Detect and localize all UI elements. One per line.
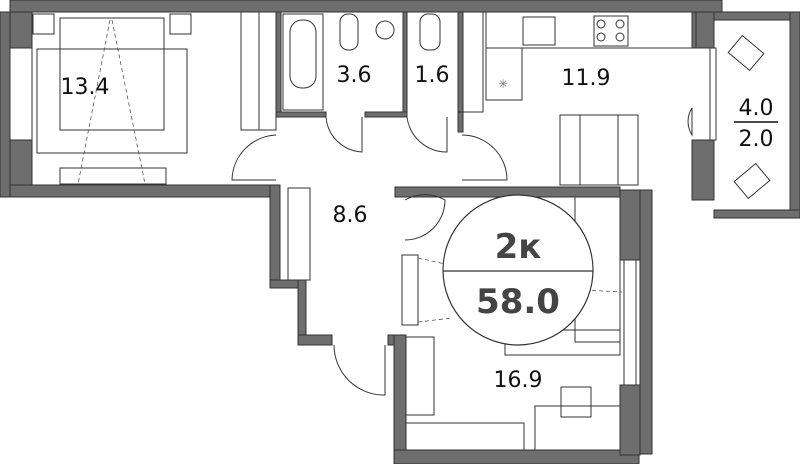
apartment-summary-badge: 2к 58.0	[442, 194, 594, 346]
room-area-toilet: 1.6	[415, 63, 450, 88]
svg-text:✳: ✳	[498, 77, 508, 91]
room-area-hallway: 8.6	[333, 203, 368, 228]
total-area: 58.0	[476, 282, 560, 322]
balcony-area-total: 4.0	[739, 96, 774, 121]
room-area-kitchen: 11.9	[562, 66, 611, 91]
room-area-bathroom: 3.6	[337, 63, 372, 88]
room-area-bedroom: 13.4	[61, 75, 110, 100]
doors	[231, 107, 693, 396]
balcony-area-reduced: 2.0	[739, 127, 774, 152]
room-area-living-room: 16.9	[494, 368, 543, 393]
rooms-count-label: 2к	[495, 227, 542, 267]
